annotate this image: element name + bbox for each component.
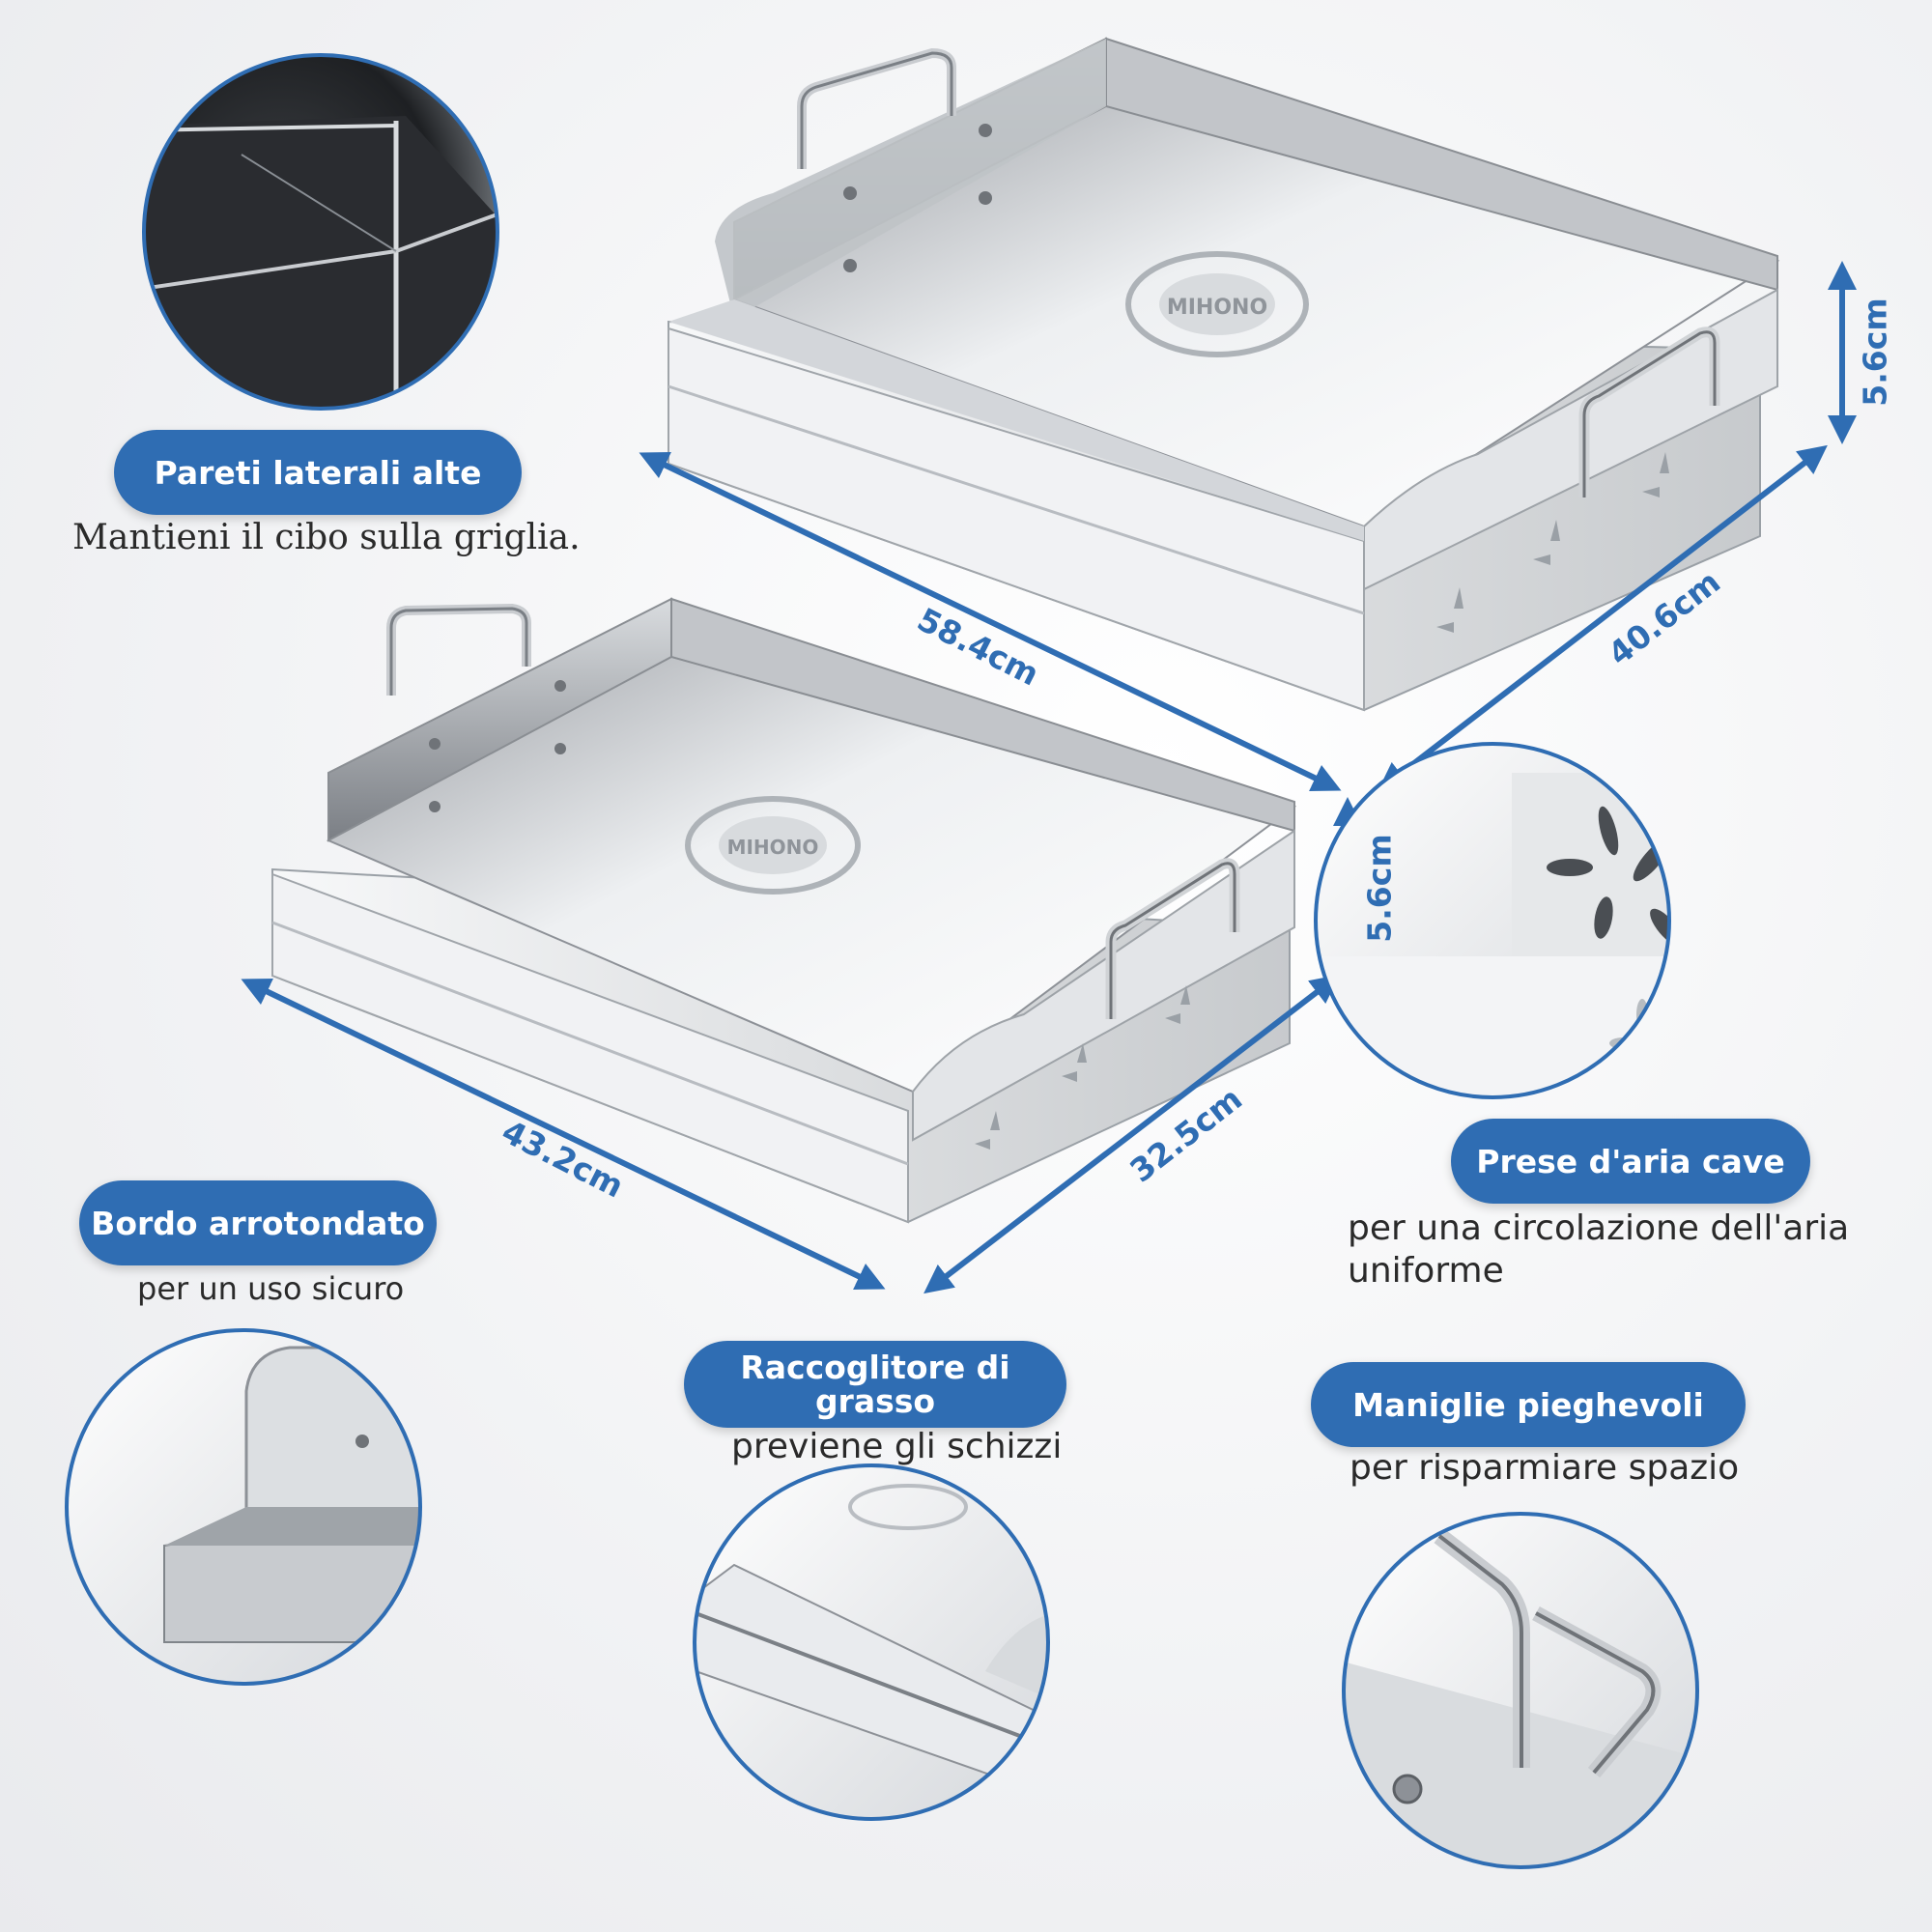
feature-desc-handles: per risparmiare spazio bbox=[1350, 1448, 1740, 1488]
dim-small-height: 5.6cm bbox=[1360, 834, 1399, 943]
feature-pill-rounded-edge: Bordo arrotondato bbox=[79, 1180, 437, 1265]
detail-circle-grease-tray bbox=[693, 1463, 1050, 1821]
mihono-logo-icon: MIHONO bbox=[1125, 251, 1309, 357]
feature-pill-grease-tray: Raccoglitore di grasso bbox=[684, 1341, 1066, 1428]
detail-circle-handles bbox=[1342, 1512, 1699, 1869]
feature-desc-rounded-edge: per un uso sicuro bbox=[137, 1270, 405, 1307]
detail-circle-side-walls bbox=[142, 53, 499, 411]
dim-large-height: 5.6cm bbox=[1856, 298, 1894, 407]
feature-pill-air-vents: Prese d'aria cave bbox=[1451, 1119, 1810, 1204]
detail-circle-rounded-edge bbox=[65, 1328, 422, 1686]
feature-pill-side-walls: Pareti laterali alte bbox=[114, 430, 522, 515]
feature-desc-air-vents: per una circolazione dell'aria uniforme bbox=[1348, 1208, 1850, 1291]
svg-text:MIHONO: MIHONO bbox=[1167, 296, 1267, 320]
feature-desc-side-walls: Mantieni il cibo sulla griglia. bbox=[72, 518, 581, 557]
detail-circle-air-vents bbox=[1314, 742, 1671, 1099]
feature-pill-handles: Maniglie pieghevoli bbox=[1311, 1362, 1746, 1447]
svg-text:MIHONO: MIHONO bbox=[727, 836, 819, 859]
mihono-logo-icon: MIHONO bbox=[685, 796, 861, 895]
feature-desc-grease-tray: previene gli schizzi bbox=[731, 1427, 1063, 1466]
